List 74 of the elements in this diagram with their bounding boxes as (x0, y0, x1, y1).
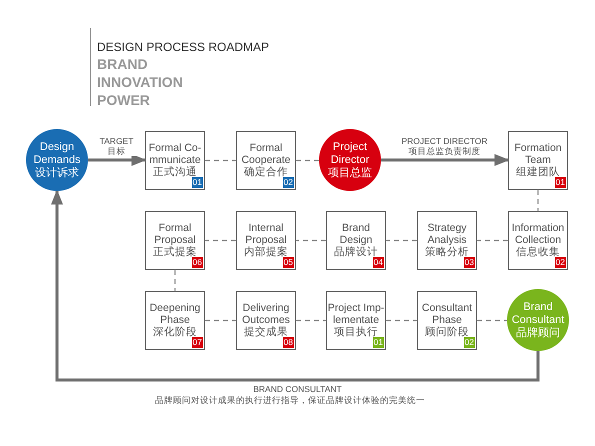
step-number-badge: 02 (464, 337, 475, 348)
node-label: 项目总监 (327, 166, 373, 180)
step-number-badge: 06 (192, 257, 203, 268)
step-number-badge: 07 (192, 337, 203, 348)
node-label: 确定合作 (244, 166, 288, 178)
arrow (51, 190, 540, 382)
node-label: 内部提案 (244, 246, 288, 258)
process-box (417, 211, 477, 270)
connector-line (205, 240, 236, 242)
slogan-text: BRAND (97, 56, 148, 72)
connector-line (477, 240, 508, 242)
process-box (508, 131, 568, 190)
connector-line (386, 240, 417, 242)
step-number-badge: 02 (554, 257, 566, 268)
connector-line (477, 320, 507, 322)
step-number-badge: 01 (554, 177, 566, 188)
process-box (326, 291, 386, 350)
node-label: 设计诉求 (34, 166, 80, 180)
node-label: 品牌设计 (334, 246, 378, 258)
connector-line (296, 320, 326, 322)
process-box (326, 211, 386, 270)
node-label: 信息收集 (516, 246, 560, 258)
node-label: Design Demands (32, 140, 82, 166)
node-label: 项目执行 (334, 326, 378, 338)
step-number-badge: 03 (464, 257, 475, 268)
connector-line (296, 240, 326, 242)
connector-line (296, 160, 319, 162)
node-label: Formal Co- mmunicate (148, 142, 202, 166)
connector-line (205, 320, 236, 322)
node-label: Delivering Outcomes (241, 302, 291, 326)
node-label: 深化阶段 (153, 326, 197, 338)
process-box (236, 211, 296, 270)
node-label: Formation Team (513, 142, 563, 166)
node-label: Internal Proposal (244, 222, 288, 246)
arrow (88, 154, 146, 166)
node-label: 提交成果 (244, 326, 288, 338)
node-label: 策略分析 (425, 246, 469, 258)
step-number-badge: 08 (282, 337, 294, 348)
step-number-badge: 01 (192, 177, 203, 188)
node-label: Formal Cooperate (240, 142, 292, 166)
process-box (145, 291, 205, 350)
node-label: Project Director (330, 140, 370, 166)
arrow (381, 154, 510, 166)
node-label: Brand Design (338, 222, 374, 246)
node-label: Strategy Analysis (426, 222, 468, 246)
node-label: Formal Proposal (153, 222, 197, 246)
process-box (145, 211, 205, 270)
step-number-badge: 05 (282, 257, 294, 268)
title: DESIGN PROCESS ROADMAP (97, 39, 270, 56)
node-label: Project Imp- lementate (327, 302, 385, 326)
slogan-text: INNOVATION (97, 74, 183, 90)
connector-line (174, 270, 176, 291)
node-label: 顾问阶段 (425, 326, 469, 338)
node-label: Consultant Phase (420, 302, 474, 326)
process-box (145, 131, 205, 190)
process-box (236, 131, 296, 190)
process-box (236, 291, 296, 350)
node-label: 正式提案 (153, 246, 197, 258)
slogan-text: POWER (97, 92, 150, 108)
node-label: Information Collection (510, 222, 566, 246)
node-label: Brand Consultant (510, 300, 566, 326)
step-number-badge: 04 (372, 257, 384, 268)
node-label: 正式沟通 (153, 166, 197, 178)
step-number-badge: 02 (282, 177, 294, 188)
node-label: Deepening Phase (148, 302, 202, 326)
connector-line (205, 160, 236, 162)
connector-line (537, 190, 539, 211)
node-label: 品牌顾问 (515, 326, 561, 340)
note-text: 品牌顾问对设计成果的执行进行指导，保证品牌设计体验的完美统一 (154, 395, 426, 405)
process-box (417, 291, 477, 350)
node-label: 组建团队 (516, 166, 560, 178)
step-number-badge: 01 (372, 337, 384, 348)
process-box (508, 211, 568, 270)
connector-line (386, 320, 417, 322)
